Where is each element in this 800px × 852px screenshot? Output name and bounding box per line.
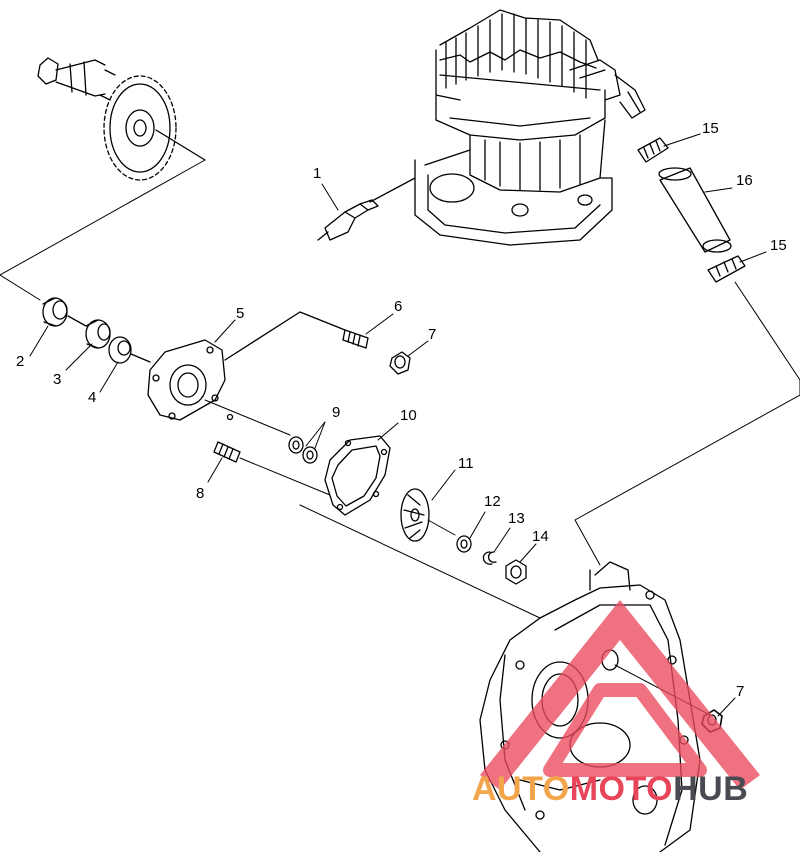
pump-cover [147,311,346,436]
callout-4: 4 [88,389,97,406]
bearing-set [42,297,151,364]
callout-9: 9 [332,404,341,421]
callout-5: 5 [236,305,245,322]
watermark-text: AUTOMOTOHUB [472,770,748,809]
callout-3: 3 [53,371,62,388]
washer-12 [456,535,472,553]
callout-2: 2 [16,353,25,370]
callout-6: 6 [394,298,403,315]
callout-10: 10 [400,407,417,424]
hose-clamp-upper [637,137,669,163]
callout-15-upper: 15 [702,120,719,137]
callout-16: 16 [736,172,753,189]
watermark-moto: MOTO [569,770,674,808]
coolant-hose [658,167,732,253]
pump-shaft-gear [37,57,206,181]
crankcase-cover [479,561,711,852]
hose-clamp-lower [707,255,746,283]
nut-14 [505,559,527,585]
watermark-auto: AUTO [472,770,570,808]
leader-lines [29,133,767,717]
callout-12: 12 [484,493,501,510]
clip-13 [482,551,497,565]
hose-route-line [574,281,800,566]
nut-7-upper [389,351,411,375]
watermark-logo-triangle [480,600,760,790]
callout-7-lower: 7 [736,683,745,700]
stud-6 [342,329,369,349]
cylinder-head-assembly [414,9,646,246]
callout-8: 8 [196,485,205,502]
impeller [299,488,541,619]
gasket [324,435,391,516]
assembly-line [0,159,206,301]
callout-7-upper: 7 [428,326,437,343]
callout-1: 1 [313,165,322,182]
callout-13: 13 [508,510,525,527]
callout-11: 11 [458,455,474,472]
stud-8 [213,441,331,496]
callout-14: 14 [532,528,549,545]
temperature-sensor [317,177,416,241]
seals-9 [288,436,318,464]
callout-15-lower: 15 [770,237,787,254]
watermark-hub: HUB [673,770,749,808]
